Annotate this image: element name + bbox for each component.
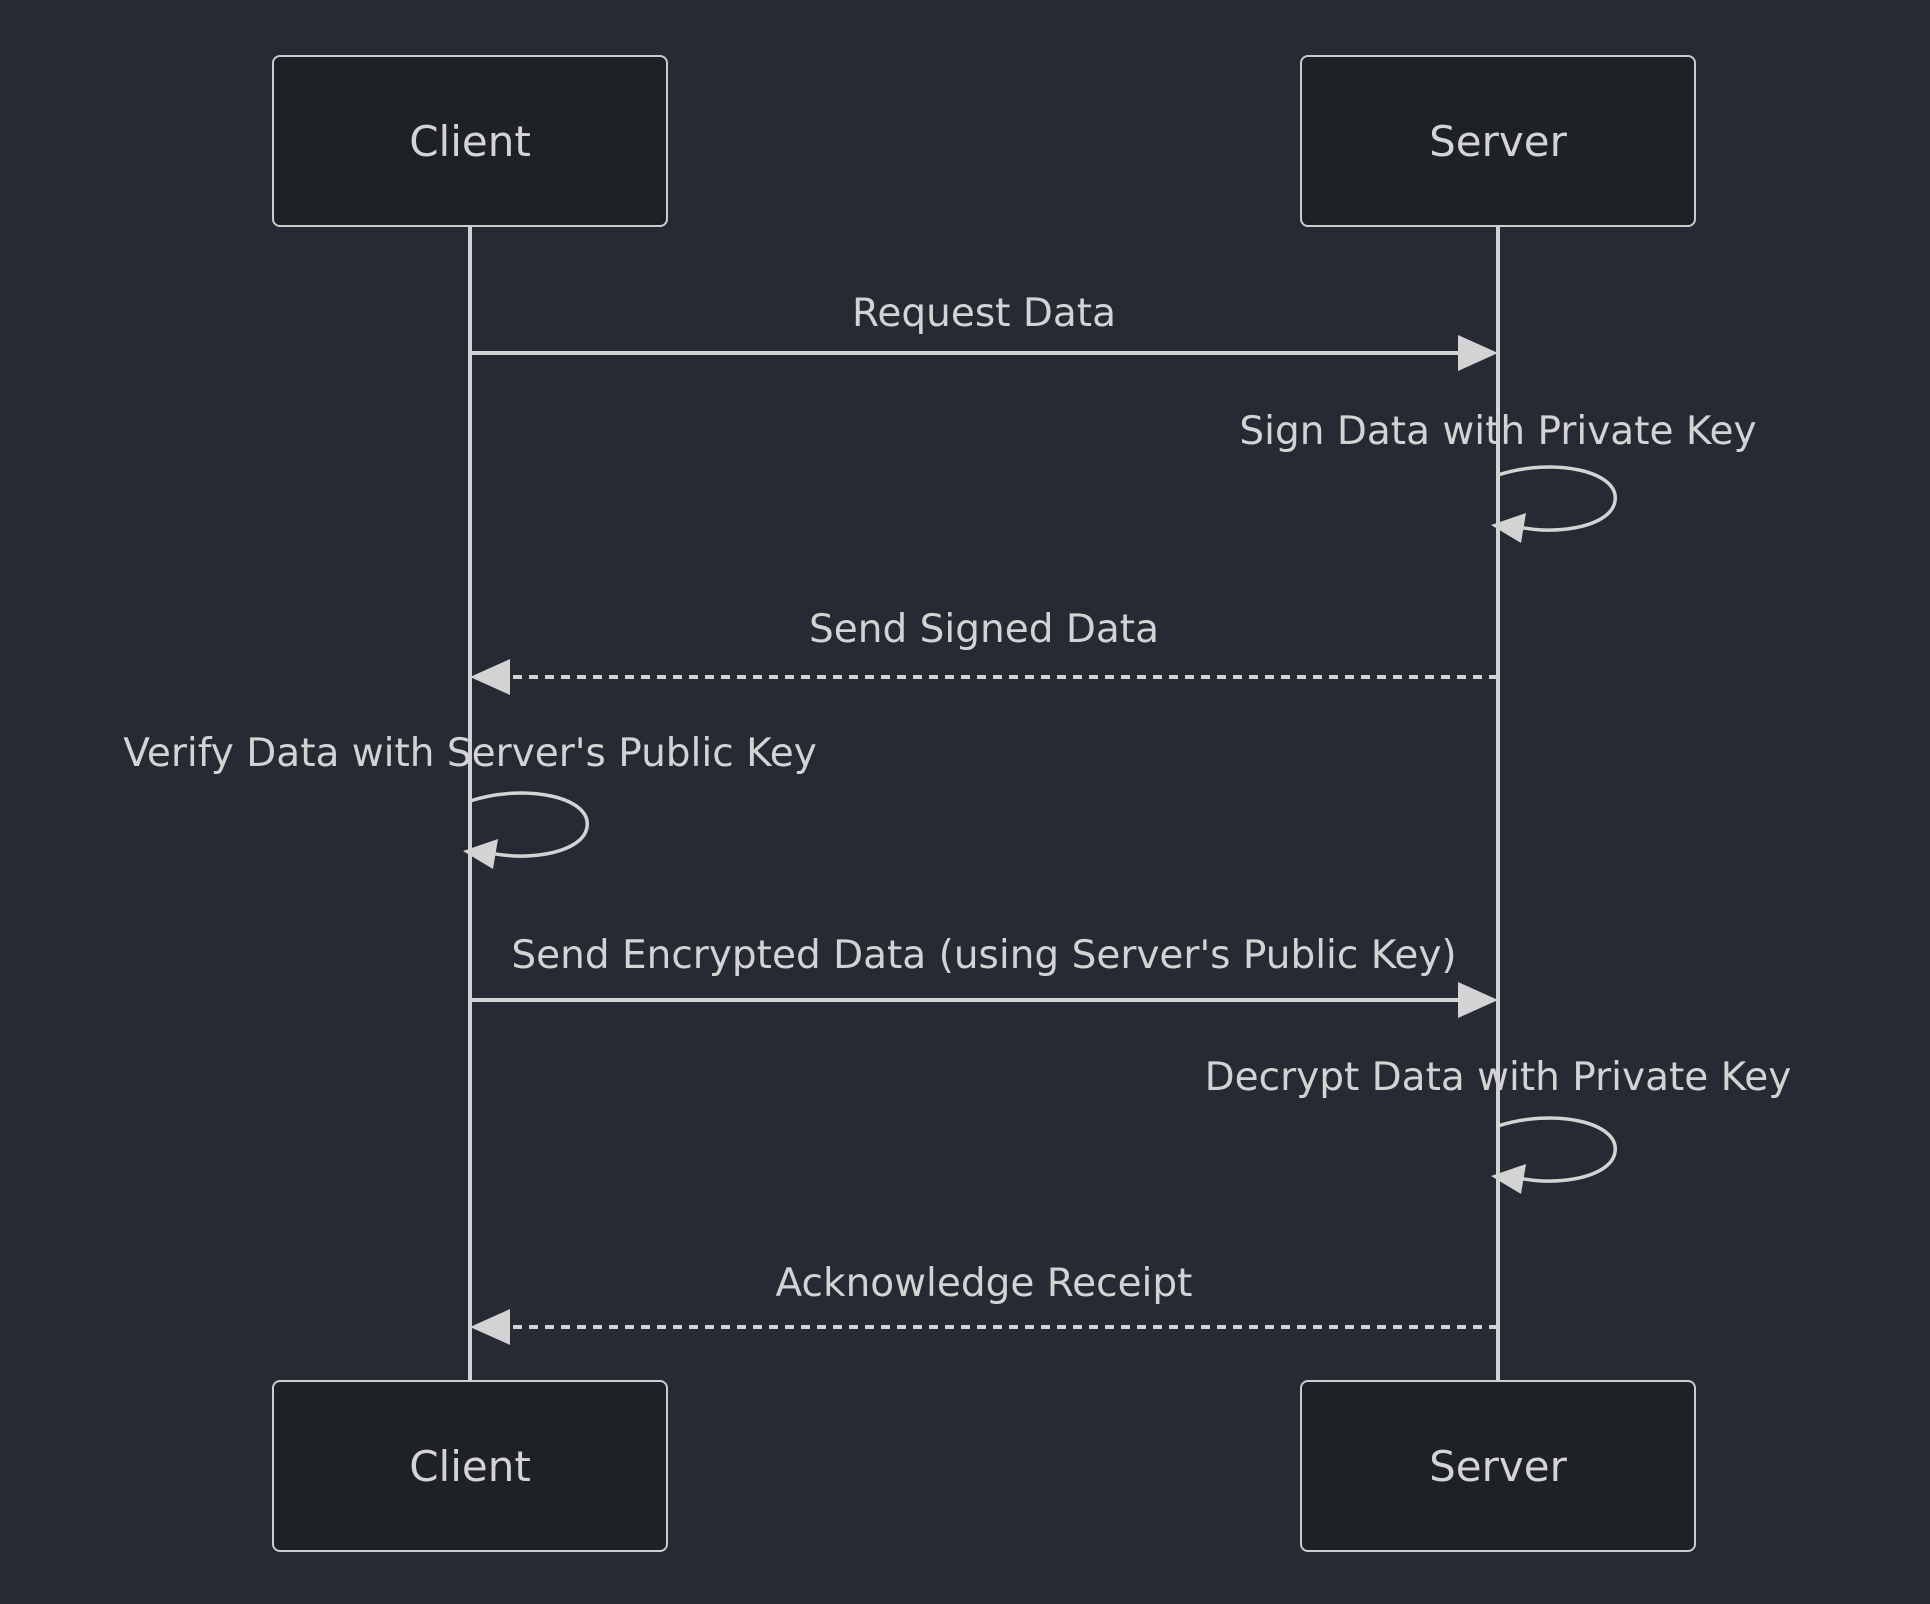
decrypt-data-self-loop — [1491, 1116, 1617, 1194]
sign-data-self-loop — [1491, 465, 1617, 543]
send-encrypted-data-arrowhead-icon — [1458, 982, 1498, 1018]
verify-data-self-loop — [463, 791, 589, 869]
send-signed-data-arrowhead-icon — [470, 659, 510, 695]
message-label-send-signed-data: Send Signed Data — [809, 607, 1159, 652]
verify-data-loop-arc — [469, 791, 589, 858]
actor-server-bottom-label: Server — [1429, 1441, 1567, 1491]
verify-data-loop-arrowhead-icon — [463, 839, 498, 869]
actor-server-top: Server — [1300, 55, 1696, 227]
request-data-arrowhead-icon — [1458, 335, 1498, 371]
actor-client-top: Client — [272, 55, 668, 227]
decrypt-data-loop-arrowhead-icon — [1491, 1164, 1526, 1194]
acknowledge-receipt-arrowhead-icon — [470, 1309, 510, 1345]
sign-data-loop-arc — [1497, 465, 1617, 532]
message-label-request-data: Request Data — [852, 291, 1116, 336]
actor-client-bottom-label: Client — [409, 1441, 531, 1491]
actor-server-bottom: Server — [1300, 1380, 1696, 1552]
message-label-send-encrypted-data: Send Encrypted Data (using Server's Publ… — [511, 933, 1457, 978]
actor-client-top-label: Client — [409, 116, 531, 166]
decrypt-data-loop-arc — [1497, 1116, 1617, 1183]
actor-server-top-label: Server — [1429, 116, 1567, 166]
message-label-acknowledge-receipt: Acknowledge Receipt — [775, 1261, 1193, 1306]
message-label-decrypt-data: Decrypt Data with Private Key — [1204, 1055, 1792, 1100]
message-label-sign-data: Sign Data with Private Key — [1239, 409, 1757, 454]
actor-client-bottom: Client — [272, 1380, 668, 1552]
sign-data-loop-arrowhead-icon — [1491, 513, 1526, 543]
message-label-verify-data: Verify Data with Server's Public Key — [123, 731, 817, 776]
